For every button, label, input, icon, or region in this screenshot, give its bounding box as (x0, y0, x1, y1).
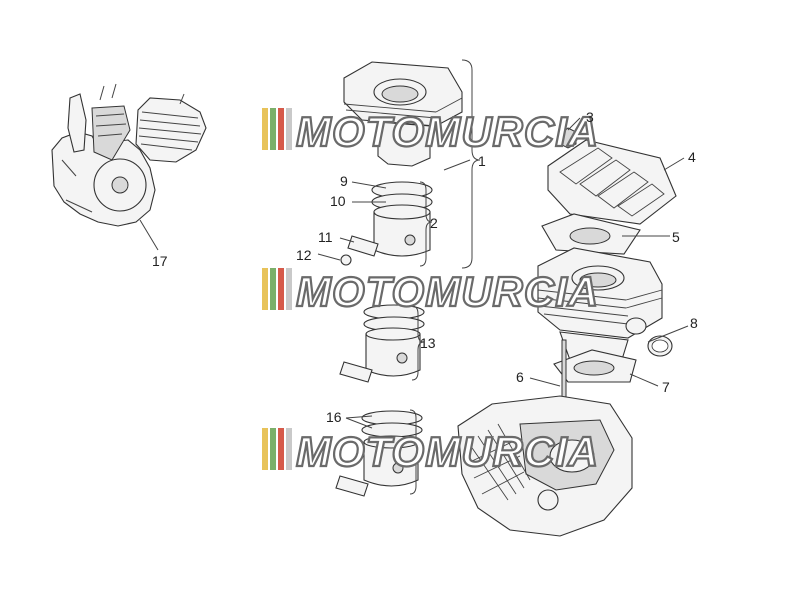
part-label-16: 16 (326, 409, 342, 425)
engine-assembly-illustration (51, 83, 207, 227)
watermark-bottom: MOTOMURCIA (262, 427, 599, 476)
piston-set-2-illustration (340, 181, 433, 266)
cylinder-stud-illustration (561, 339, 567, 399)
piston-set-16-illustration (335, 410, 423, 497)
part-label-12: 12 (296, 247, 312, 263)
part-label-9: 9 (340, 173, 348, 189)
part-label-8: 8 (690, 315, 698, 331)
bracket-1 (461, 59, 481, 269)
part-label-1: 1 (478, 153, 486, 169)
watermark-text: MOTOMURCIA (296, 428, 599, 475)
part-label-10: 10 (330, 193, 346, 209)
part-label-7: 7 (662, 379, 670, 395)
part-label-3: 3 (586, 109, 594, 125)
crankcase-illustration (457, 395, 633, 537)
cylinder-head-illustration (547, 139, 677, 225)
watermark-top: MOTOMURCIA (262, 107, 599, 156)
part-label-17: 17 (152, 253, 168, 269)
part-label-2: 2 (430, 215, 438, 231)
part-label-5: 5 (672, 229, 680, 245)
leader-lines (443, 117, 689, 387)
head-gasket-illustration (541, 213, 641, 255)
part-label-11: 11 (318, 229, 333, 245)
part-label-4: 4 (688, 149, 696, 165)
o-ring-illustration (647, 335, 673, 357)
part-label-13: 13 (420, 335, 436, 351)
watermark-text: MOTOMURCIA (296, 268, 599, 315)
cylinder-illustration (537, 247, 663, 367)
watermark-middle: MOTOMURCIA (262, 267, 599, 316)
part-label-6: 6 (516, 369, 524, 385)
piston-set-13-illustration (339, 304, 425, 383)
cylinder-unit-illustration (343, 61, 463, 167)
watermark-text: MOTOMURCIA (296, 108, 599, 155)
head-nut-illustration (559, 127, 577, 149)
